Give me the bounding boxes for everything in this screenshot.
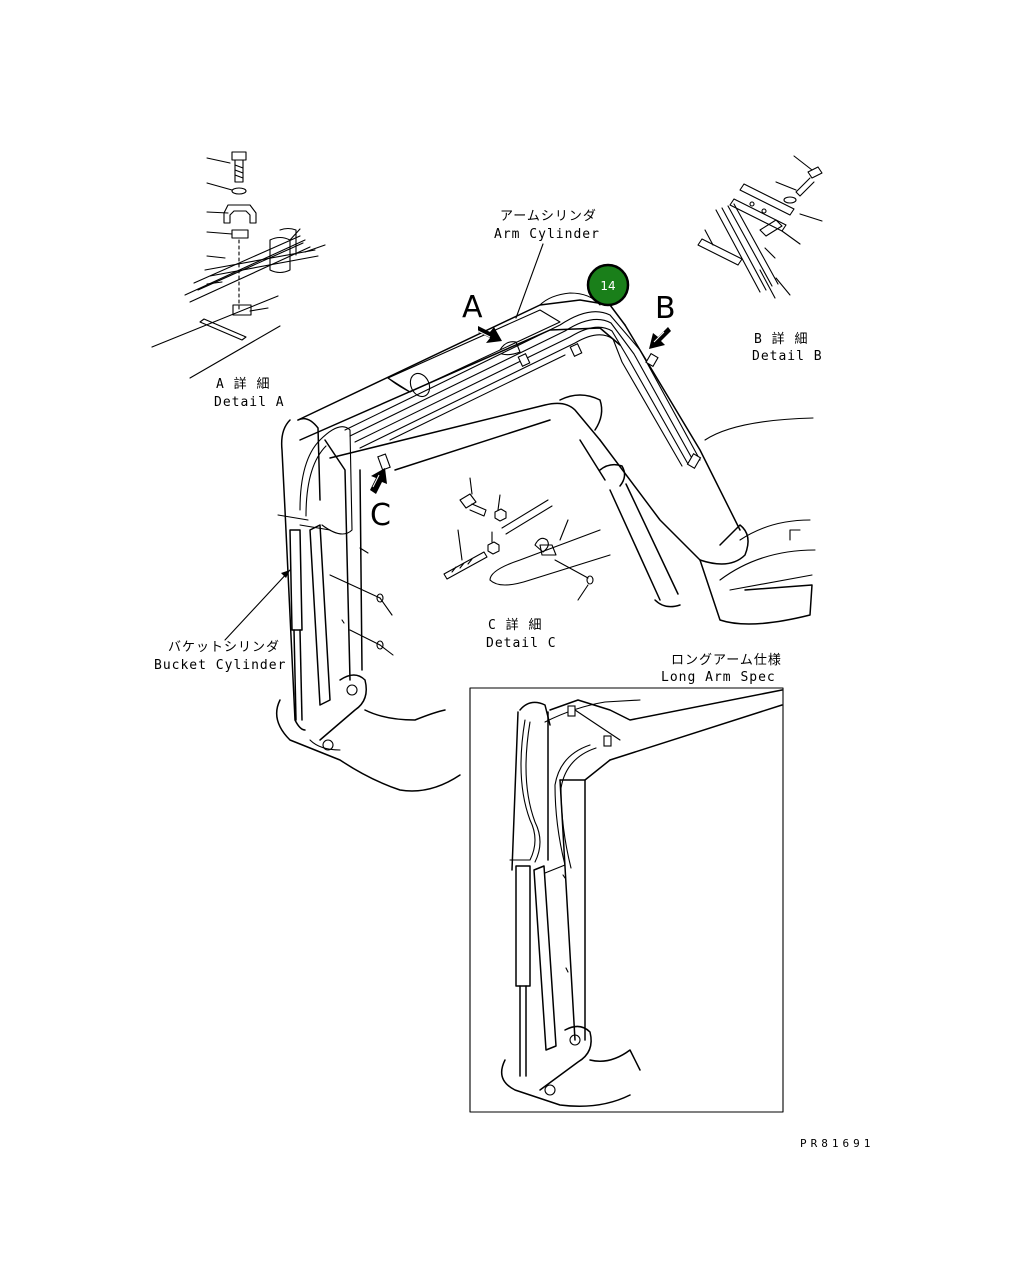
- long-arm-label-en: Long Arm Spec: [661, 670, 776, 685]
- hose-lines: [344, 311, 702, 471]
- arm-cylinder-label-jp: アームシリンダ: [500, 209, 597, 224]
- detail-a-drawing: [151, 151, 326, 379]
- detail-c-drawing: [443, 477, 611, 601]
- detail-a-label-en: Detail A: [214, 395, 285, 410]
- callout-badge-circle: [586, 263, 630, 307]
- callout-badge-number: 14: [600, 279, 615, 293]
- bucket-cylinder-leader: [224, 569, 291, 641]
- detail-c-label-en: Detail C: [486, 636, 557, 651]
- callout-badge-14[interactable]: 14: [586, 263, 630, 307]
- arm-cylinder-leader: [515, 243, 544, 319]
- bucket-cylinder-drawing: [275, 417, 461, 792]
- bucket-cylinder-label-jp: バケットシリンダ: [168, 640, 280, 655]
- view-letter-b: B: [655, 291, 676, 326]
- view-arrow-b: [649, 327, 671, 349]
- detail-b-label-en: Detail B: [752, 349, 823, 364]
- bucket-cylinder-label-en: Bucket Cylinder: [154, 658, 286, 673]
- view-arrow-a: [475, 326, 502, 343]
- boom-arm-assembly: [297, 292, 816, 625]
- detail-c-label-jp: C 詳 細: [488, 617, 542, 633]
- long-arm-inset-frame: [469, 687, 784, 1113]
- view-letter-c: C: [370, 498, 391, 533]
- view-letter-a: A: [462, 290, 483, 325]
- drawing-code: PR81691: [800, 1137, 874, 1150]
- long-arm-label-jp: ロングアーム仕様: [671, 653, 782, 668]
- long-arm-inset-drawing: [500, 689, 783, 1107]
- arm-cylinder-label-en: Arm Cylinder: [494, 227, 600, 242]
- bucket-cylinder-arrowhead: [281, 570, 290, 578]
- view-arrow-c: [370, 468, 387, 494]
- detail-b-label-jp: B 詳 細: [754, 331, 808, 347]
- detail-a-label-jp: A 詳 細: [216, 376, 270, 392]
- detail-b-drawing: [697, 155, 823, 299]
